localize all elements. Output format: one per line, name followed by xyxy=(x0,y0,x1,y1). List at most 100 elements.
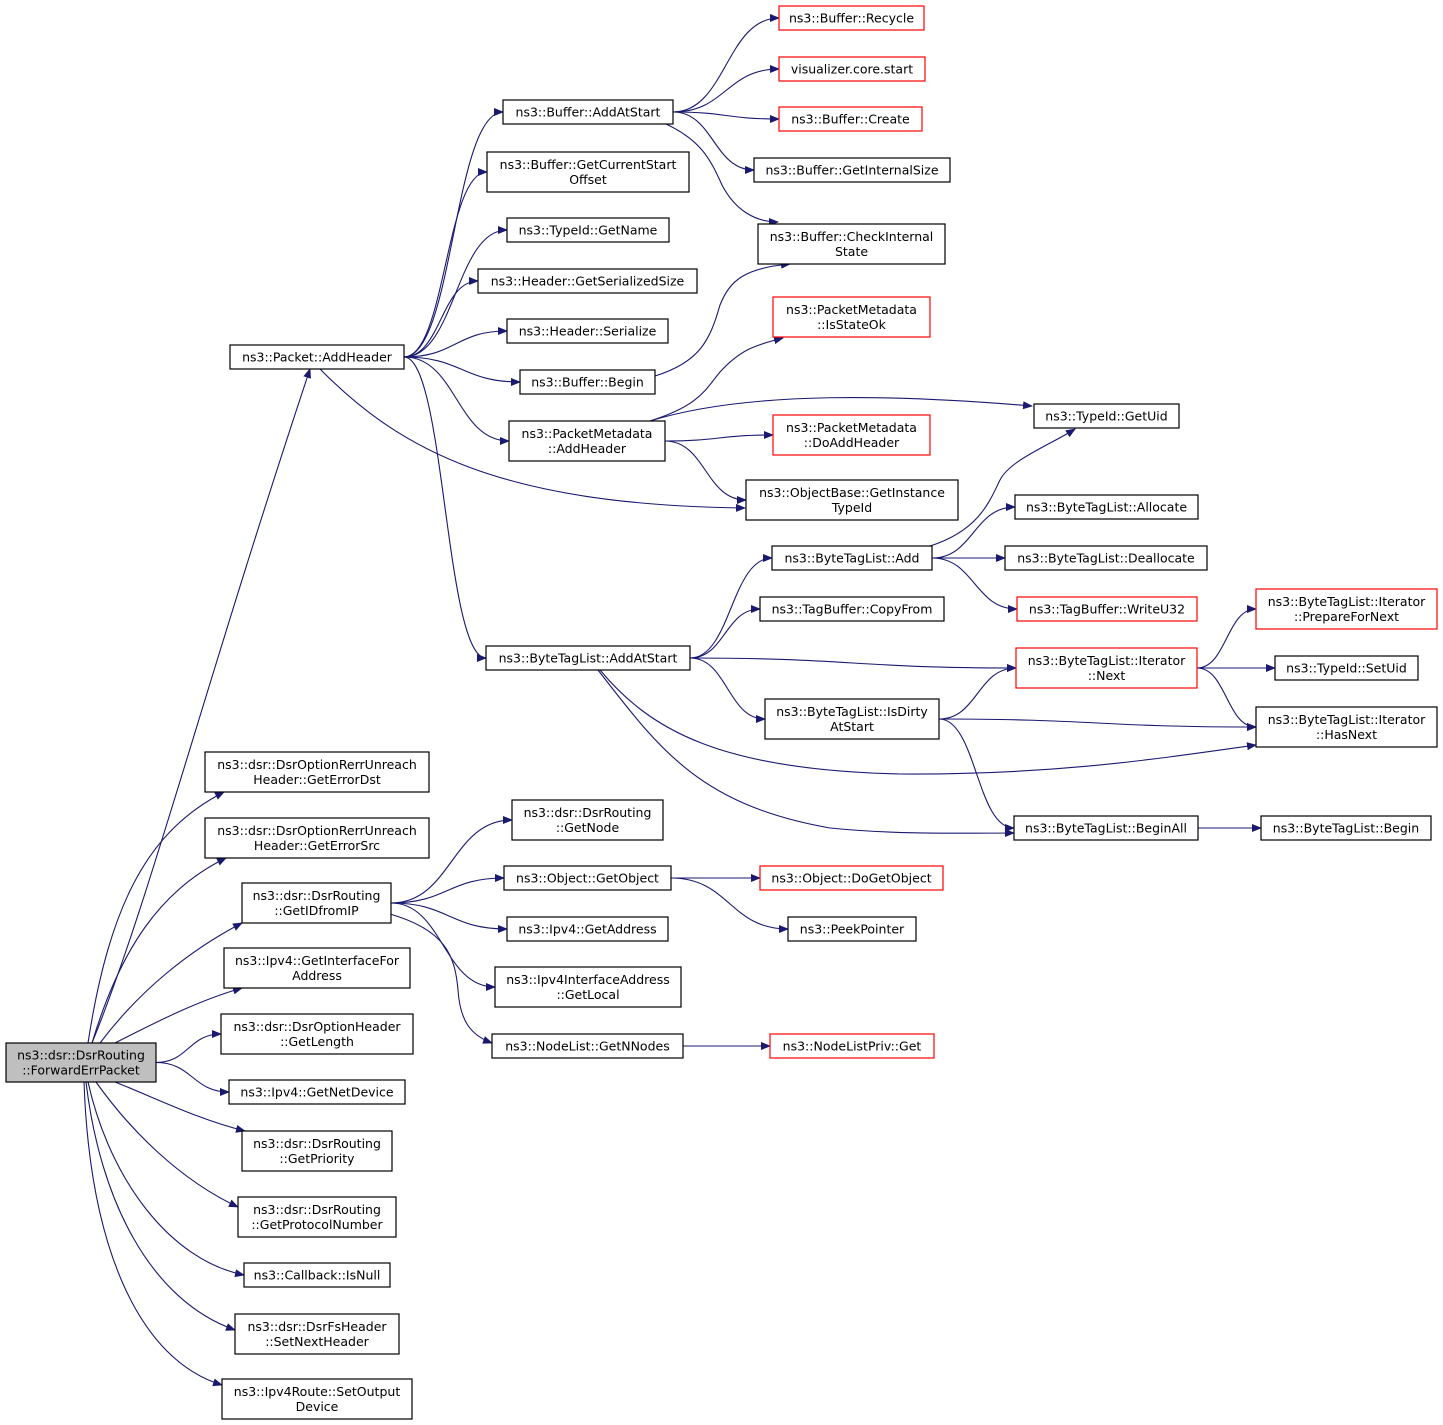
node-label-line: ns3::TagBuffer::CopyFrom xyxy=(772,602,933,617)
function-node-ns3-packet-addheader[interactable]: ns3::Packet::AddHeader xyxy=(229,344,405,370)
call-edge-n0-n8 xyxy=(114,1081,246,1133)
call-edge-n20-n34 xyxy=(689,554,773,659)
node-label-line: ns3::ByteTagList::Begin xyxy=(1273,821,1419,836)
node-label-line: ns3::TypeId::GetName xyxy=(519,223,658,238)
function-node-ns3-buffer-addatstart[interactable]: ns3::Buffer::AddAtStart xyxy=(502,99,674,125)
node-label-line: ns3::Buffer::GetInternalSize xyxy=(765,163,938,178)
function-node-ns3-typeid-getname[interactable]: ns3::TypeId::GetName xyxy=(506,217,670,243)
function-node-ns3-bytetaglist-add[interactable]: ns3::ByteTagList::Add xyxy=(771,545,933,571)
node-box xyxy=(753,157,951,183)
node-box xyxy=(494,966,682,1008)
function-node-ns3-bytetaglist-deallocate[interactable]: ns3::ByteTagList::Deallocate xyxy=(1004,545,1208,571)
function-node-ns3-tagbuffer-writeu32[interactable]: ns3::TagBuffer::WriteU32 xyxy=(1016,596,1198,622)
node-box xyxy=(778,5,925,31)
function-node-ns3-ipv4-getaddress[interactable]: ns3::Ipv4::GetAddress xyxy=(506,916,669,942)
call-edge-n13-n28 xyxy=(672,111,780,123)
function-node-ns3-bytetaglist-allocate[interactable]: ns3::ByteTagList::Allocate xyxy=(1014,494,1199,520)
function-node-ns3-packetmetadata-doaddheader[interactable]: ns3::PacketMetadata::DoAddHeader xyxy=(772,414,931,456)
node-box xyxy=(485,645,691,671)
function-node-ns3-typeid-setuid[interactable]: ns3::TypeId::SetUid xyxy=(1274,655,1419,681)
node-label-line: ns3::ByteTagList::Allocate xyxy=(1026,500,1187,515)
node-box xyxy=(778,106,923,132)
node-label-line: ns3::Buffer::Begin xyxy=(531,375,644,390)
function-node-ns3-dsr-dsrrouting-getpriority[interactable]: ns3::dsr::DsrRouting::GetPriority xyxy=(241,1130,393,1172)
function-node-ns3-dsr-dsrrouting-getnode[interactable]: ns3::dsr::DsrRouting::GetNode xyxy=(511,799,664,841)
node-box xyxy=(1255,706,1438,748)
function-node-ns3-dsr-dsroptionheader-getlength[interactable]: ns3::dsr::DsrOptionHeader::GetLength xyxy=(220,1013,414,1055)
node-box xyxy=(241,1130,393,1172)
node-label-line: ns3::Ipv4Route::SetOutput xyxy=(234,1384,401,1399)
node-label-line: ns3::dsr::DsrRouting xyxy=(253,1136,381,1151)
call-edge-n13-n29 xyxy=(672,111,755,174)
function-node-ns3-object-dogetobject[interactable]: ns3::Object::DoGetObject xyxy=(759,865,944,891)
node-box xyxy=(511,799,664,841)
function-node-ns3-packetmetadata-isstateok[interactable]: ns3::PacketMetadata::IsStateOk xyxy=(772,296,931,338)
call-edge-n13-n27 xyxy=(672,65,780,113)
node-label-line: ns3::Ipv4InterfaceAddress xyxy=(506,972,670,987)
function-node-ns3-peekpointer[interactable]: ns3::PeekPointer xyxy=(787,916,917,942)
node-box xyxy=(759,596,945,622)
function-node-ns3-header-getserializedsize[interactable]: ns3::Header::GetSerializedSize xyxy=(477,268,698,294)
call-edge-n0-n6 xyxy=(155,1030,222,1064)
node-label-line: ::HasNext xyxy=(1316,727,1377,742)
node-label-line: ns3::Header::GetSerializedSize xyxy=(491,274,685,289)
function-node-ns3-nodelistpriv-get[interactable]: ns3::NodeListPriv::Get xyxy=(769,1033,935,1059)
function-node-ns3-dsr-dsroptionrerrunreachheader-geterrorsrc[interactable]: ns3::dsr::DsrOptionRerrUnreachHeader::Ge… xyxy=(204,817,430,859)
function-node-ns3-buffer-create[interactable]: ns3::Buffer::Create xyxy=(778,106,923,132)
call-edge-n34-n40 xyxy=(929,428,1076,547)
function-node-ns3-ipv4-getnetdevice[interactable]: ns3::Ipv4::GetNetDevice xyxy=(228,1079,406,1105)
function-node-ns3-dsr-dsrfsheader-setnextheader[interactable]: ns3::dsr::DsrFsHeader::SetNextHeader xyxy=(234,1313,400,1355)
function-node-ns3-bytetaglist-iterator-next[interactable]: ns3::ByteTagList::Iterator::Next xyxy=(1015,647,1198,689)
call-edge-n0-n7 xyxy=(155,1061,230,1096)
function-node-ns3-callback-isnull[interactable]: ns3::Callback::IsNull xyxy=(243,1262,391,1288)
function-node-ns3-bytetaglist-beginall[interactable]: ns3::ByteTagList::BeginAll xyxy=(1013,815,1199,841)
function-node-ns3-header-serialize[interactable]: ns3::Header::Serialize xyxy=(506,318,669,344)
node-label-line: ns3::Packet::AddHeader xyxy=(242,350,393,365)
function-node-ns3-buffer-getinternalsize[interactable]: ns3::Buffer::GetInternalSize xyxy=(753,157,951,183)
node-box xyxy=(477,268,698,294)
node-box xyxy=(502,99,674,125)
function-node-ns3-typeid-getuid[interactable]: ns3::TypeId::GetUid xyxy=(1033,403,1180,429)
node-box xyxy=(771,545,933,571)
node-label-line: ::SetNextHeader xyxy=(265,1334,369,1349)
call-edges xyxy=(83,14,1276,1387)
call-edge-n19-n33 xyxy=(664,440,747,504)
function-node-ns3-object-getobject[interactable]: ns3::Object::GetObject xyxy=(503,865,672,891)
call-edge-n36-n45 xyxy=(938,718,1015,832)
node-label-line: ns3::ByteTagList::Iterator xyxy=(1028,653,1186,668)
node-box xyxy=(220,1013,414,1055)
node-label-line: ns3::dsr::DsrRouting xyxy=(524,805,652,820)
function-node-ns3-packetmetadata-addheader[interactable]: ns3::PacketMetadata::AddHeader xyxy=(508,420,666,462)
node-label-line: AtStart xyxy=(830,719,874,734)
function-node-ns3-bytetaglist-iterator-preparefornext[interactable]: ns3::ByteTagList::Iterator::PrepareForNe… xyxy=(1255,588,1438,630)
function-node-ns3-bytetaglist-addatstart[interactable]: ns3::ByteTagList::AddAtStart xyxy=(485,645,691,671)
node-label-line: ns3::dsr::DsrRouting xyxy=(253,888,381,903)
function-node-ns3-ipv4interfaceaddress-getlocal[interactable]: ns3::Ipv4InterfaceAddress::GetLocal xyxy=(494,966,682,1008)
function-node-ns3-buffer-begin[interactable]: ns3::Buffer::Begin xyxy=(519,369,656,395)
function-node-ns3-dsr-dsroptionrerrunreachheader-geterrordst[interactable]: ns3::dsr::DsrOptionRerrUnreachHeader::Ge… xyxy=(204,751,430,793)
function-node-ns3-nodelist-getnnodes[interactable]: ns3::NodeList::GetNNodes xyxy=(491,1033,684,1059)
node-label-line: ns3::PeekPointer xyxy=(800,922,905,937)
node-label-line: ns3::ByteTagList::Add xyxy=(784,551,919,566)
call-edge-n0-n4 xyxy=(99,922,243,1044)
function-node-ns3-dsr-dsrrouting-getprotocolnumber[interactable]: ns3::dsr::DsrRouting::GetProtocolNumber xyxy=(237,1196,397,1238)
node-box xyxy=(1016,596,1198,622)
function-node-visualizer-core-start[interactable]: visualizer.core.start xyxy=(778,56,926,82)
node-label-line: ns3::TypeId::SetUid xyxy=(1286,661,1407,676)
node-box xyxy=(508,420,666,462)
function-node-ns3-dsr-dsrrouting-getidfromip[interactable]: ns3::dsr::DsrRouting::GetIDfromIP xyxy=(241,882,392,924)
function-nodes: ns3::dsr::DsrRouting::ForwardErrPacketns… xyxy=(5,5,1438,1420)
function-node-ns3-bytetaglist-iterator-hasnext[interactable]: ns3::ByteTagList::Iterator::HasNext xyxy=(1255,706,1438,748)
function-node-ns3-bytetaglist-begin[interactable]: ns3::ByteTagList::Begin xyxy=(1260,815,1432,841)
call-edge-n1-n18 xyxy=(403,356,521,386)
function-node-ns3-buffer-recycle[interactable]: ns3::Buffer::Recycle xyxy=(778,5,925,31)
function-node-ns3-tagbuffer-copyfrom[interactable]: ns3::TagBuffer::CopyFrom xyxy=(759,596,945,622)
node-box xyxy=(503,865,672,891)
call-edge-n0-n11 xyxy=(85,1081,236,1331)
